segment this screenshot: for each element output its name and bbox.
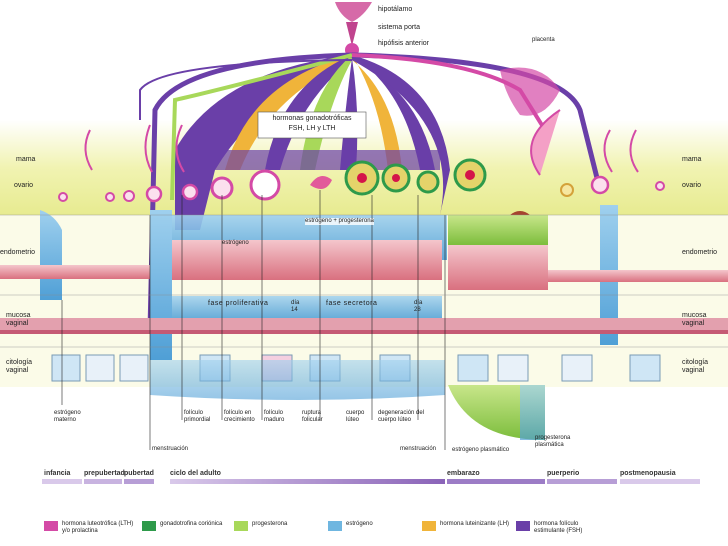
row-label-left-vaginal-mucosa: mucosa vaginal [6,312,31,327]
row-label-right-endometrium: endometrio [682,249,718,256]
row-label-left-ovary: ovario [14,182,34,189]
row-label-left-vaginal-cytology: citología vaginal [6,359,33,374]
legend-swatch-lth [44,521,58,531]
menstruation-label-1: menstruación [152,446,189,452]
placenta-shape [500,67,560,116]
estrogen-inner-label: estrógeno [222,240,249,246]
day-14-label: día 14 [291,300,300,313]
row-label-right-vaginal-mucosa: mucosa vaginal [682,312,707,327]
stage-label-pregnancy: embarazo [447,470,480,477]
plasma-estrogen-label: estrógeno plasmático [452,447,510,453]
portal-system-label: sistema porta [378,24,421,31]
stage-bar-pregnancy [447,479,545,484]
stage-bar-postmenopause [620,479,700,484]
legend-label-lh: hormona luteinizante (LH) [440,521,510,527]
plasma-progesterone-label: progesterona plasmática [535,435,571,448]
legend-swatch-fsh [516,521,530,531]
menstruation-label-2: menstruación [400,446,437,452]
stage-bar-childhood [42,479,82,484]
mature-follicle-label: folículo maduro [264,410,285,423]
corpus-luteum-degeneration-label: degeneración del cuerpo lúteo [378,410,425,423]
stage-bar-puberty [124,479,154,484]
day-28-label: día 28 [414,300,423,313]
annotation-lines [0,190,728,450]
primordial-follicle-label: folículo primordial [184,410,211,423]
secretory-phase-label: fase secretora [326,300,378,307]
row-label-left-endometrium: endometrio [0,249,36,256]
hormones-box [257,111,367,139]
mammary-glands [84,109,639,176]
anterior-pituitary-label: hipófisis anterior [378,40,429,47]
legend-swatch-lh [422,521,436,531]
legend-swatch-estrogen [328,521,342,531]
legend-swatch-hcg [142,521,156,531]
maternal-estrogen-label: estrógeno materno [54,410,81,423]
legend-label-lth: hormona luteotrófica (LTH) y/o prolactin… [62,521,134,534]
growing-follicle-label: folículo en crecimiento [224,410,255,423]
stage-label-adult-cycle: ciclo del adulto [170,470,221,477]
endometrium-layer [0,240,728,290]
row-label-right-breast: mama [682,156,702,163]
stage-label-puberty: pubertad [124,470,154,477]
left-green-arch [170,53,353,201]
row-label-right-vaginal-cytology: citología vaginal [682,359,709,374]
legend-label-progesterone: progesterona [252,521,288,527]
stage-label-postmenopause: postmenopausia [620,470,676,477]
hormones-box-line1: hormonas gonadotróficas [272,115,352,122]
legend-label-fsh: hormona folículo estimulante (FSH) [534,521,583,534]
hormones-box-line2: FSH, LH y LTH [288,125,336,132]
follicular-rupture-label: ruptura folicular [302,410,323,423]
estrogen-progesterone-label: estrógeno + progesterona [305,218,374,225]
row-label-left-breast: mama [16,156,36,163]
hypothalamus-label: hipotálamo [378,6,413,13]
stage-label-puerperium: puerperio [547,470,580,477]
stage-bar-prepuberty [84,479,122,484]
portal-system-shape [346,22,358,46]
row-label-right-ovary: ovario [682,182,702,189]
hypothalamus-shape [335,2,372,22]
outer-arch [139,59,353,120]
stage-bar-adult [170,479,445,484]
stage-label-prepuberty: prepubertad [84,470,125,477]
placenta-label: placenta [532,37,555,43]
proliferative-phase-label: fase proliferativa [208,300,269,307]
plasma-progesterone-bar [520,385,545,440]
corpus-luteum-label: cuerpo lúteo [346,410,365,423]
legend-swatch-progesterone [234,521,248,531]
cycle-basin [150,360,445,400]
left-lth-arch [147,52,353,331]
stage-bar-puerperium [547,479,617,484]
stage-label-childhood: infancia [44,470,71,477]
legend-label-estrogen: estrógeno [346,521,373,527]
legend-label-hcg: gonadotrofina coriónica [160,521,223,527]
